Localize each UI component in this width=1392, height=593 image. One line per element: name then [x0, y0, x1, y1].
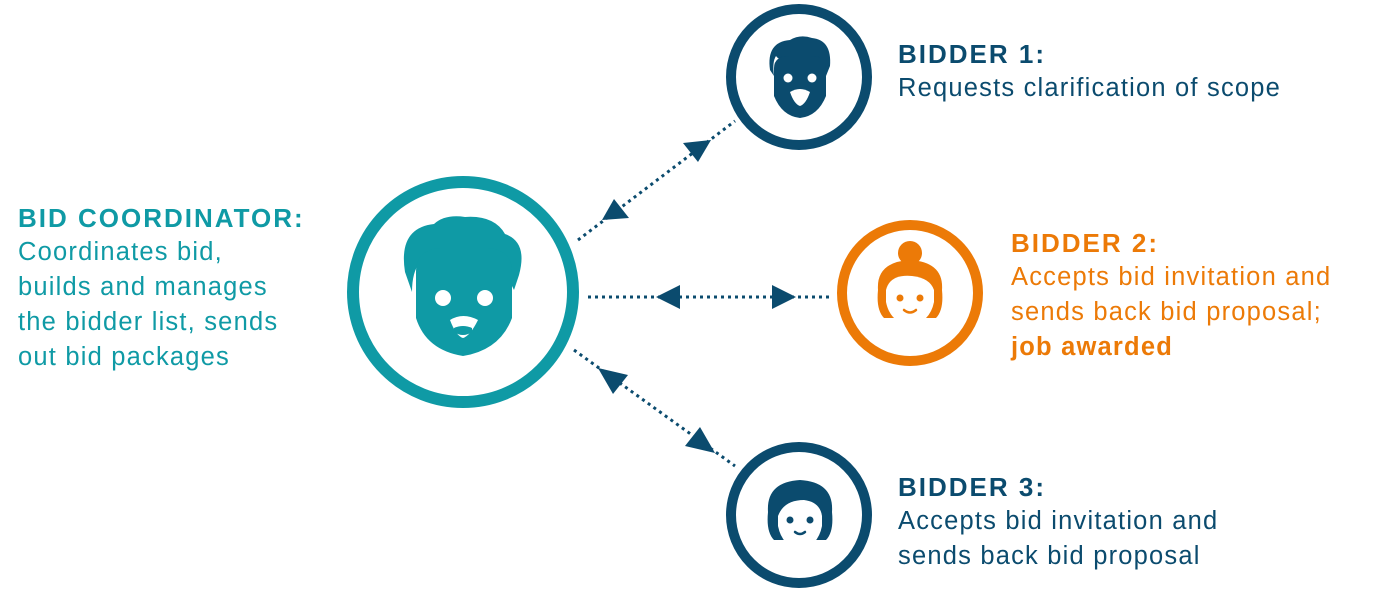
coordinator-title: BID COORDINATOR:	[18, 203, 305, 233]
bidder1-node	[726, 4, 872, 150]
bidder3-line: Accepts bid invitation and	[898, 507, 1219, 535]
connector-bidder1	[577, 119, 736, 242]
bidder3-line: sends back bid proposal	[898, 542, 1201, 570]
bidder1-title: BIDDER 1:	[898, 39, 1047, 69]
arrowhead-to-coordinator	[598, 368, 628, 394]
bidder2-description: Accepts bid invitation and sends back bi…	[1011, 260, 1331, 365]
coordinator-line: builds and manages	[18, 273, 268, 301]
coordinator-description: Coordinates bid, builds and manages the …	[18, 235, 305, 375]
arrowhead-to-bidder3	[685, 427, 715, 453]
bidder2-node	[837, 220, 983, 366]
woman-bob-icon	[767, 480, 833, 550]
coordinator-line: Coordinates bid,	[18, 238, 223, 266]
bidder3-node	[726, 442, 872, 588]
bearded-man-icon	[769, 36, 831, 118]
bidder3-description: Accepts bid invitation and sends back bi…	[898, 504, 1218, 574]
bidder2-line: Accepts bid invitation and	[1011, 263, 1332, 291]
bidder2-label: BIDDER 2: Accepts bid invitation and sen…	[1011, 226, 1331, 365]
coordinator-line: the bidder list, sends	[18, 308, 279, 336]
bidder1-description: Requests clarification of scope	[898, 71, 1281, 106]
arrowhead-to-coordinator	[656, 285, 680, 309]
arrowhead-to-coordinator	[602, 199, 629, 220]
job-awarded-text: job awarded	[1011, 333, 1173, 361]
bearded-man-icon	[403, 216, 522, 356]
connector-bidder3	[573, 348, 736, 468]
bidder2-title: BIDDER 2:	[1011, 228, 1160, 258]
coordinator-node	[347, 176, 579, 408]
arrowhead-to-bidder2	[772, 285, 796, 309]
bidder3-title: BIDDER 3:	[898, 472, 1047, 502]
woman-bun-icon	[877, 241, 943, 326]
coordinator-label: BID COORDINATOR: Coordinates bid, builds…	[18, 201, 305, 375]
bidder1-line: Requests clarification of scope	[898, 74, 1282, 102]
connector-bidder2	[588, 285, 833, 309]
coordinator-line: out bid packages	[18, 343, 231, 371]
arrowhead-to-bidder1	[683, 140, 711, 162]
bidder3-label: BIDDER 3: Accepts bid invitation and sen…	[898, 470, 1218, 574]
bidder1-label: BIDDER 1: Requests clarification of scop…	[898, 37, 1281, 106]
bidder2-line: sends back bid proposal;	[1011, 298, 1322, 326]
